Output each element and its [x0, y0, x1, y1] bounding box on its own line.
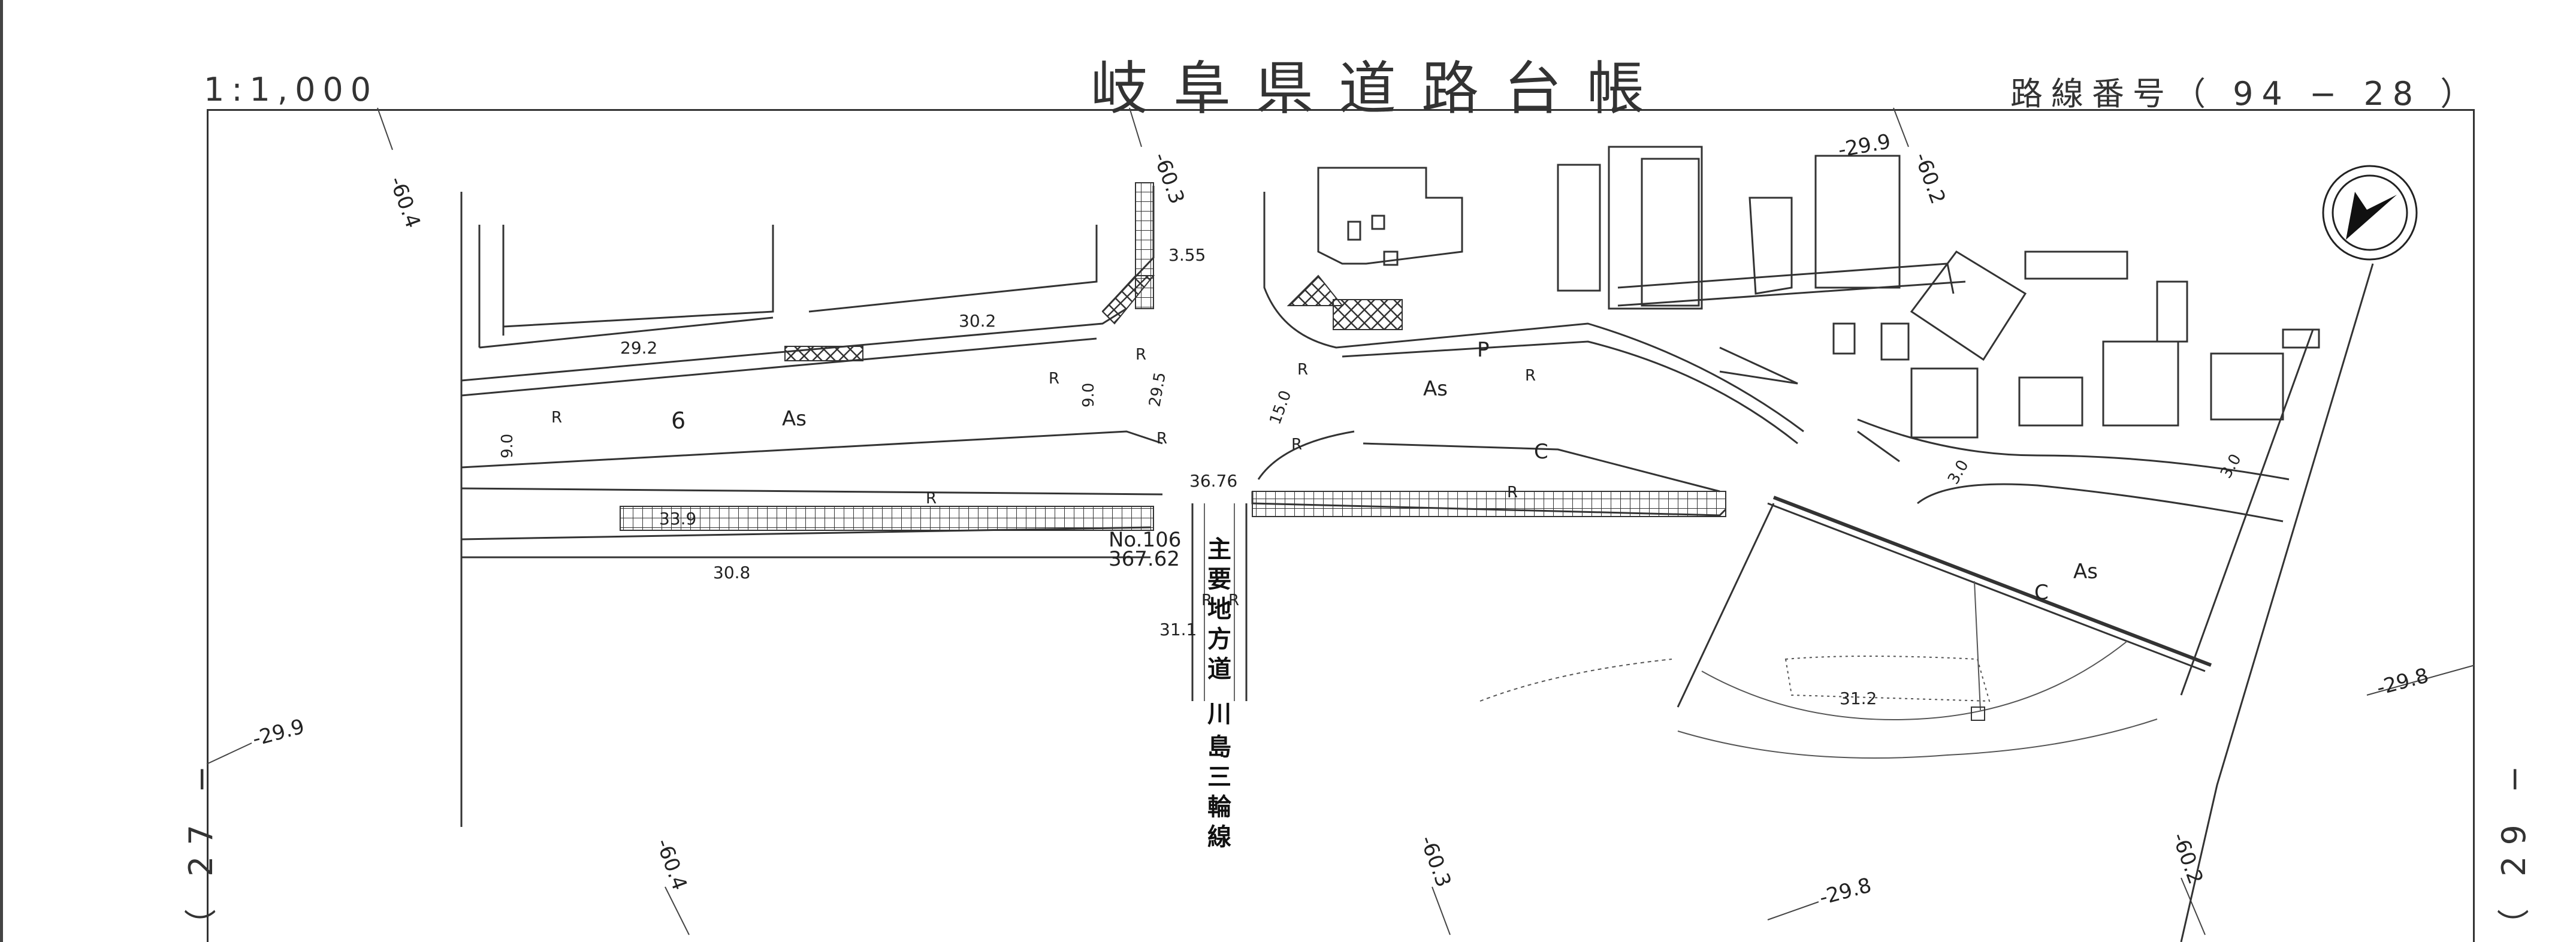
station-label: No.106	[1109, 528, 1181, 552]
road-name-char: 輪	[1207, 793, 1231, 821]
surface-label: C	[1534, 440, 1548, 464]
survey-marker	[1971, 707, 1985, 721]
page-title: 岐阜県道路台帳	[1091, 55, 1669, 122]
road-name-char: 線	[1207, 823, 1231, 851]
contour-lines	[206, 107, 2475, 935]
station-marker: No.106 367.62 36.76	[1109, 471, 1237, 571]
vertical-road	[1191, 503, 1248, 701]
radius-label: R	[1507, 484, 1518, 502]
spot-elevation: 3.55	[1168, 245, 1206, 265]
spot-elevation: 31.1	[1159, 620, 1197, 639]
point-value: 36.76	[1189, 471, 1237, 491]
contour-label: -60.3	[1415, 832, 1456, 890]
spot-elevation: 30.2	[959, 311, 996, 331]
width-label: 9.0	[499, 434, 517, 458]
buildings	[1317, 146, 2320, 439]
spot-elevation: 33.9	[659, 509, 696, 529]
radius-label: R	[1297, 361, 1308, 379]
station-value: 367.62	[1109, 547, 1180, 571]
right-road	[1251, 192, 2374, 942]
contour-label: -29.9	[1837, 129, 1893, 162]
road-name-char: 地	[1207, 595, 1231, 623]
radius-label: R	[551, 409, 562, 427]
contour-label: -60.4	[385, 173, 425, 231]
lane-count-label: 6	[671, 407, 685, 434]
contour-label: -60.4	[651, 835, 692, 893]
road-name-char: 川	[1207, 700, 1231, 728]
radius-label: R	[1228, 591, 1239, 609]
surface-label: As	[2073, 560, 2098, 584]
width-label: 3.0	[2217, 451, 2245, 482]
radius-label: R	[1525, 367, 1536, 385]
road-name-char: 方	[1207, 625, 1231, 653]
radius-label: R	[1156, 430, 1167, 448]
radius-labels: R R R R R R R R R R R	[551, 346, 1536, 609]
road-name-char: 三	[1207, 763, 1231, 791]
right-embankment-hatch	[1252, 491, 1726, 517]
surface-label: C	[2034, 581, 2049, 605]
surface-labels: As As As P C C 6	[671, 338, 2098, 605]
contour-label: -60.3	[1149, 149, 1189, 207]
spot-elevation: 31.2	[1840, 689, 1877, 708]
surface-label: As	[1423, 377, 1448, 401]
map-frame	[207, 109, 2475, 942]
spot-elevations: 29.2 30.2 33.9 30.8 31.1 31.2 3.55	[620, 245, 1877, 708]
road-name-vertical: 主 要 地 方 道 川 島 三 輪 線	[1207, 535, 1231, 851]
contour-label: -29.8	[2374, 663, 2431, 700]
corner-hatch	[1101, 275, 1155, 325]
crosswalk-hatch	[784, 346, 863, 361]
contour-label: -60.2	[2167, 829, 2208, 887]
spot-elevation: 30.8	[713, 563, 750, 582]
road-name-char: 道	[1207, 655, 1231, 683]
contour-label: -29.8	[1817, 873, 1874, 910]
contour-label: -29.9	[250, 714, 307, 751]
radius-label: R	[1201, 591, 1212, 609]
north-arrow-icon	[2322, 165, 2418, 261]
sheet-edge	[0, 0, 3, 942]
route-number: 路線番号（ 94 − 28 ）	[2010, 75, 2481, 113]
embankment-hatch	[620, 506, 1154, 531]
spot-elevation: 29.2	[620, 338, 657, 358]
radius-label: R	[926, 490, 937, 508]
road-name-char: 要	[1207, 565, 1231, 593]
radius-label: R	[1049, 370, 1059, 388]
width-label: 9.0	[1080, 383, 1098, 407]
width-labels: 9.0 9.0 29.5 15.0 3.0 3.0	[499, 371, 2245, 488]
right-corner-hatch	[1287, 274, 1344, 306]
width-label: 15.0	[1266, 388, 1295, 427]
width-label: 29.5	[1146, 371, 1170, 408]
contour-labels: -60.4 -60.3 -60.2 -29.9 -29.9 -29.8 -29.…	[250, 129, 2431, 910]
width-label: 3.0	[1944, 457, 1973, 488]
map-scale: 1:1,000	[204, 71, 379, 108]
radius-label: R	[1136, 346, 1146, 364]
contour-label: -60.2	[1910, 149, 1950, 207]
terrain-lines	[1479, 581, 2158, 759]
road-name-char: 主	[1207, 535, 1231, 563]
right-crosswalk-hatch	[1333, 299, 1403, 330]
road-name-char: 島	[1207, 733, 1231, 761]
surface-label: As	[782, 407, 807, 431]
radius-label: R	[1291, 436, 1302, 454]
surface-label: P	[1477, 338, 1490, 362]
